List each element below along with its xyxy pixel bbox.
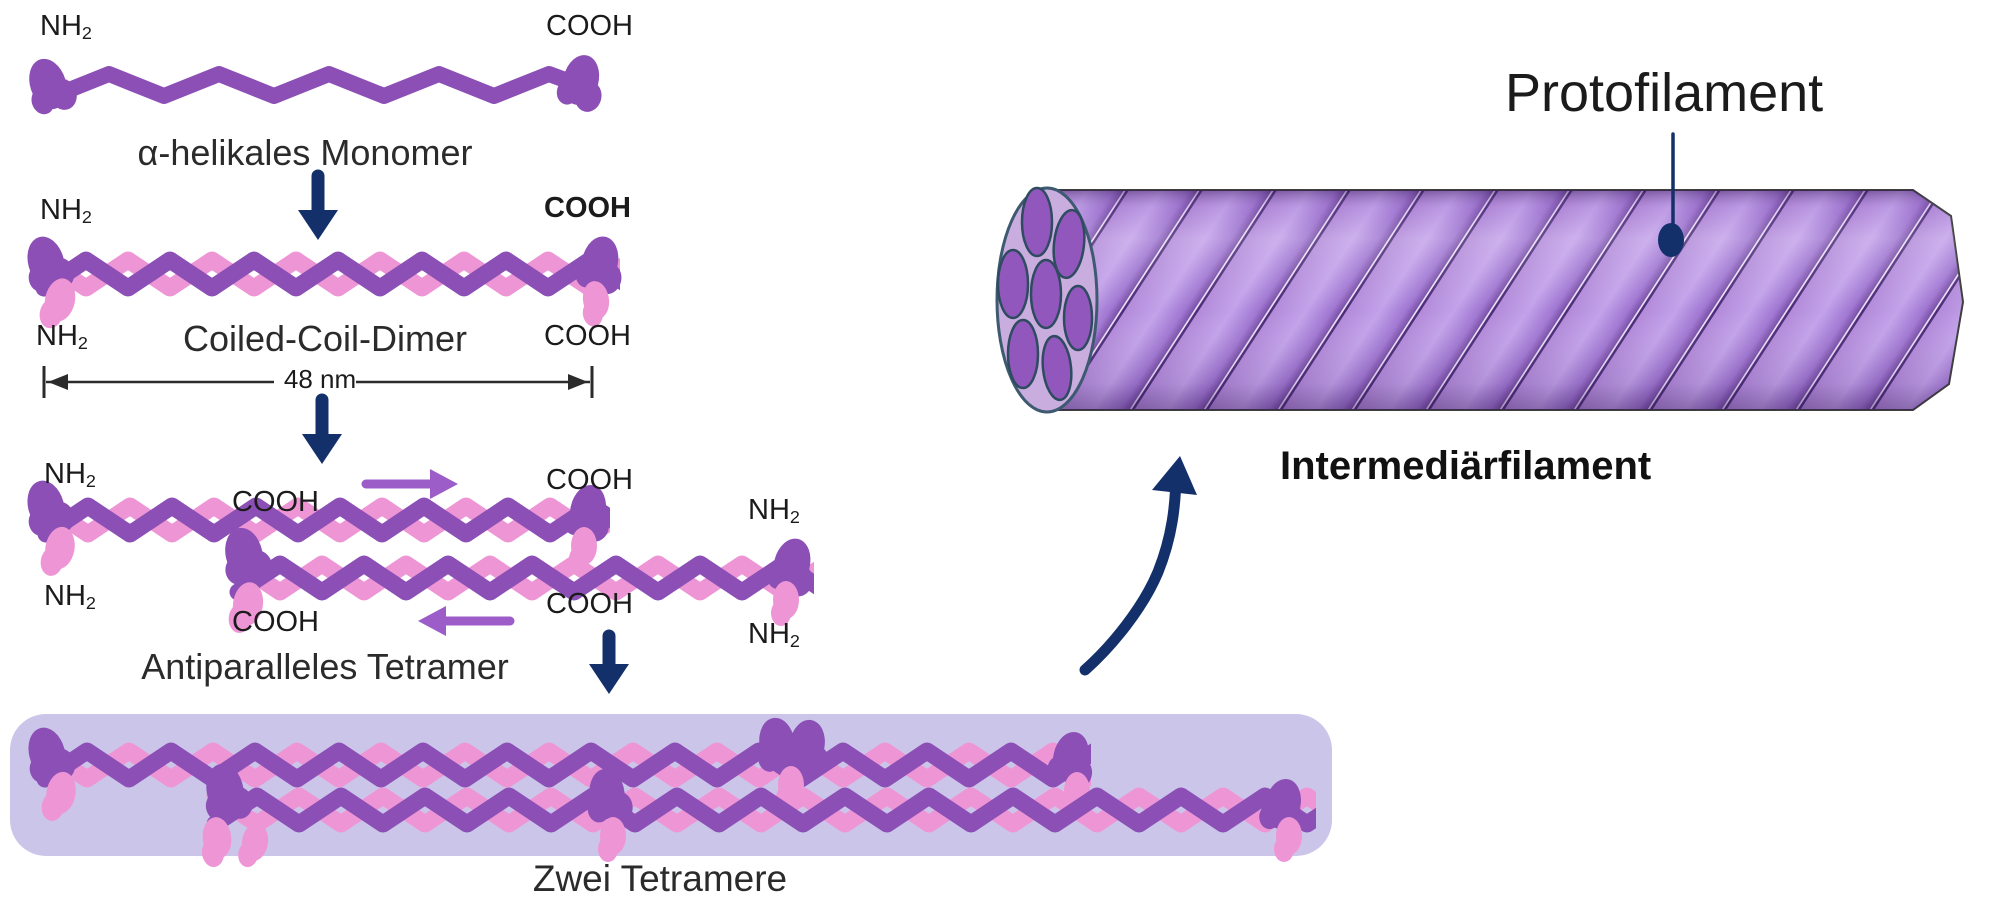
alpha-monomer-strand <box>19 50 611 120</box>
tetramer-nh2-right-bottom-label: NH2 <box>748 618 800 651</box>
flow-arrow-2-icon <box>302 393 342 464</box>
dimer-nh2-bottom-label: NH2 <box>36 320 88 353</box>
tetramer-cooh-top-right-label: COOH <box>546 464 633 496</box>
intermediate-filament-cylinder <box>995 186 1965 414</box>
tetramer-upper-dimer <box>18 474 617 580</box>
tetramer-cooh-center-top-label: COOH <box>232 486 319 518</box>
tetramer-cooh-center-bottom-label: COOH <box>232 606 319 638</box>
protofilament-label: Protofilament <box>1505 63 1824 123</box>
scale-bar <box>42 366 594 398</box>
dimer-nh2-top-label: NH2 <box>40 194 92 227</box>
monomer-caption: α-helikales Monomer <box>137 132 473 173</box>
tetramer-lower-dimer <box>217 522 823 636</box>
protofilament-dot <box>1658 223 1684 257</box>
intermediate-filament-label: Intermediärfilament <box>1280 444 1652 488</box>
scale-bar-label: 48 nm <box>283 364 357 394</box>
tetramer-cooh-bottom-right-label: COOH <box>546 588 633 620</box>
monomer-nh2-label: NH2 <box>40 10 92 43</box>
direction-arrow-left-icon <box>418 606 515 636</box>
monomer-cooh-label: COOH <box>546 10 633 42</box>
flow-arrow-3-icon <box>589 629 629 694</box>
dimer-cooh-bottom-label: COOH <box>544 320 631 352</box>
protofilament-pointer <box>1658 132 1684 257</box>
tetramer-nh2-bottom-left-label: NH2 <box>44 580 96 613</box>
tetramer-nh2-top-left-label: NH2 <box>44 458 96 491</box>
dimer-caption: Coiled-Coil-Dimer <box>182 318 468 359</box>
direction-arrow-right-icon <box>361 469 458 499</box>
dimer-cooh-top-label: COOH <box>544 192 631 224</box>
tetramer-caption: Antiparalleles Tetramer <box>141 646 509 687</box>
two-tetramers-caption: Zwei Tetramere <box>532 858 788 899</box>
filament-end-cap <box>995 186 1099 414</box>
assembly-curved-arrow-icon <box>1079 456 1197 676</box>
tetramer-nh2-right-top-label: NH2 <box>748 494 800 527</box>
flow-arrow-1-icon <box>298 169 338 240</box>
